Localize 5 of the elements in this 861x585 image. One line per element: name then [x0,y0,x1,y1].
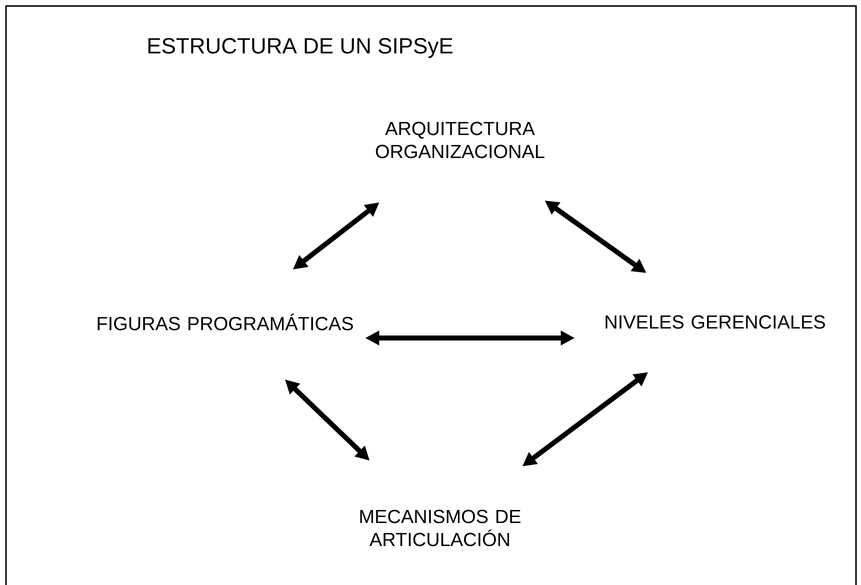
title: ESTRUCTURA DE UN SIPSyE [148,38,452,58]
node-label: ARQUITECTURA ORGANIZACIONAL [376,122,544,158]
node-label: MECANISMOS DE ARTICULACIÓN [360,510,520,546]
node-label: NIVELES GERENCIALES [606,315,825,329]
node-label: FIGURAS PROGRAMÁTICAS [98,314,353,330]
